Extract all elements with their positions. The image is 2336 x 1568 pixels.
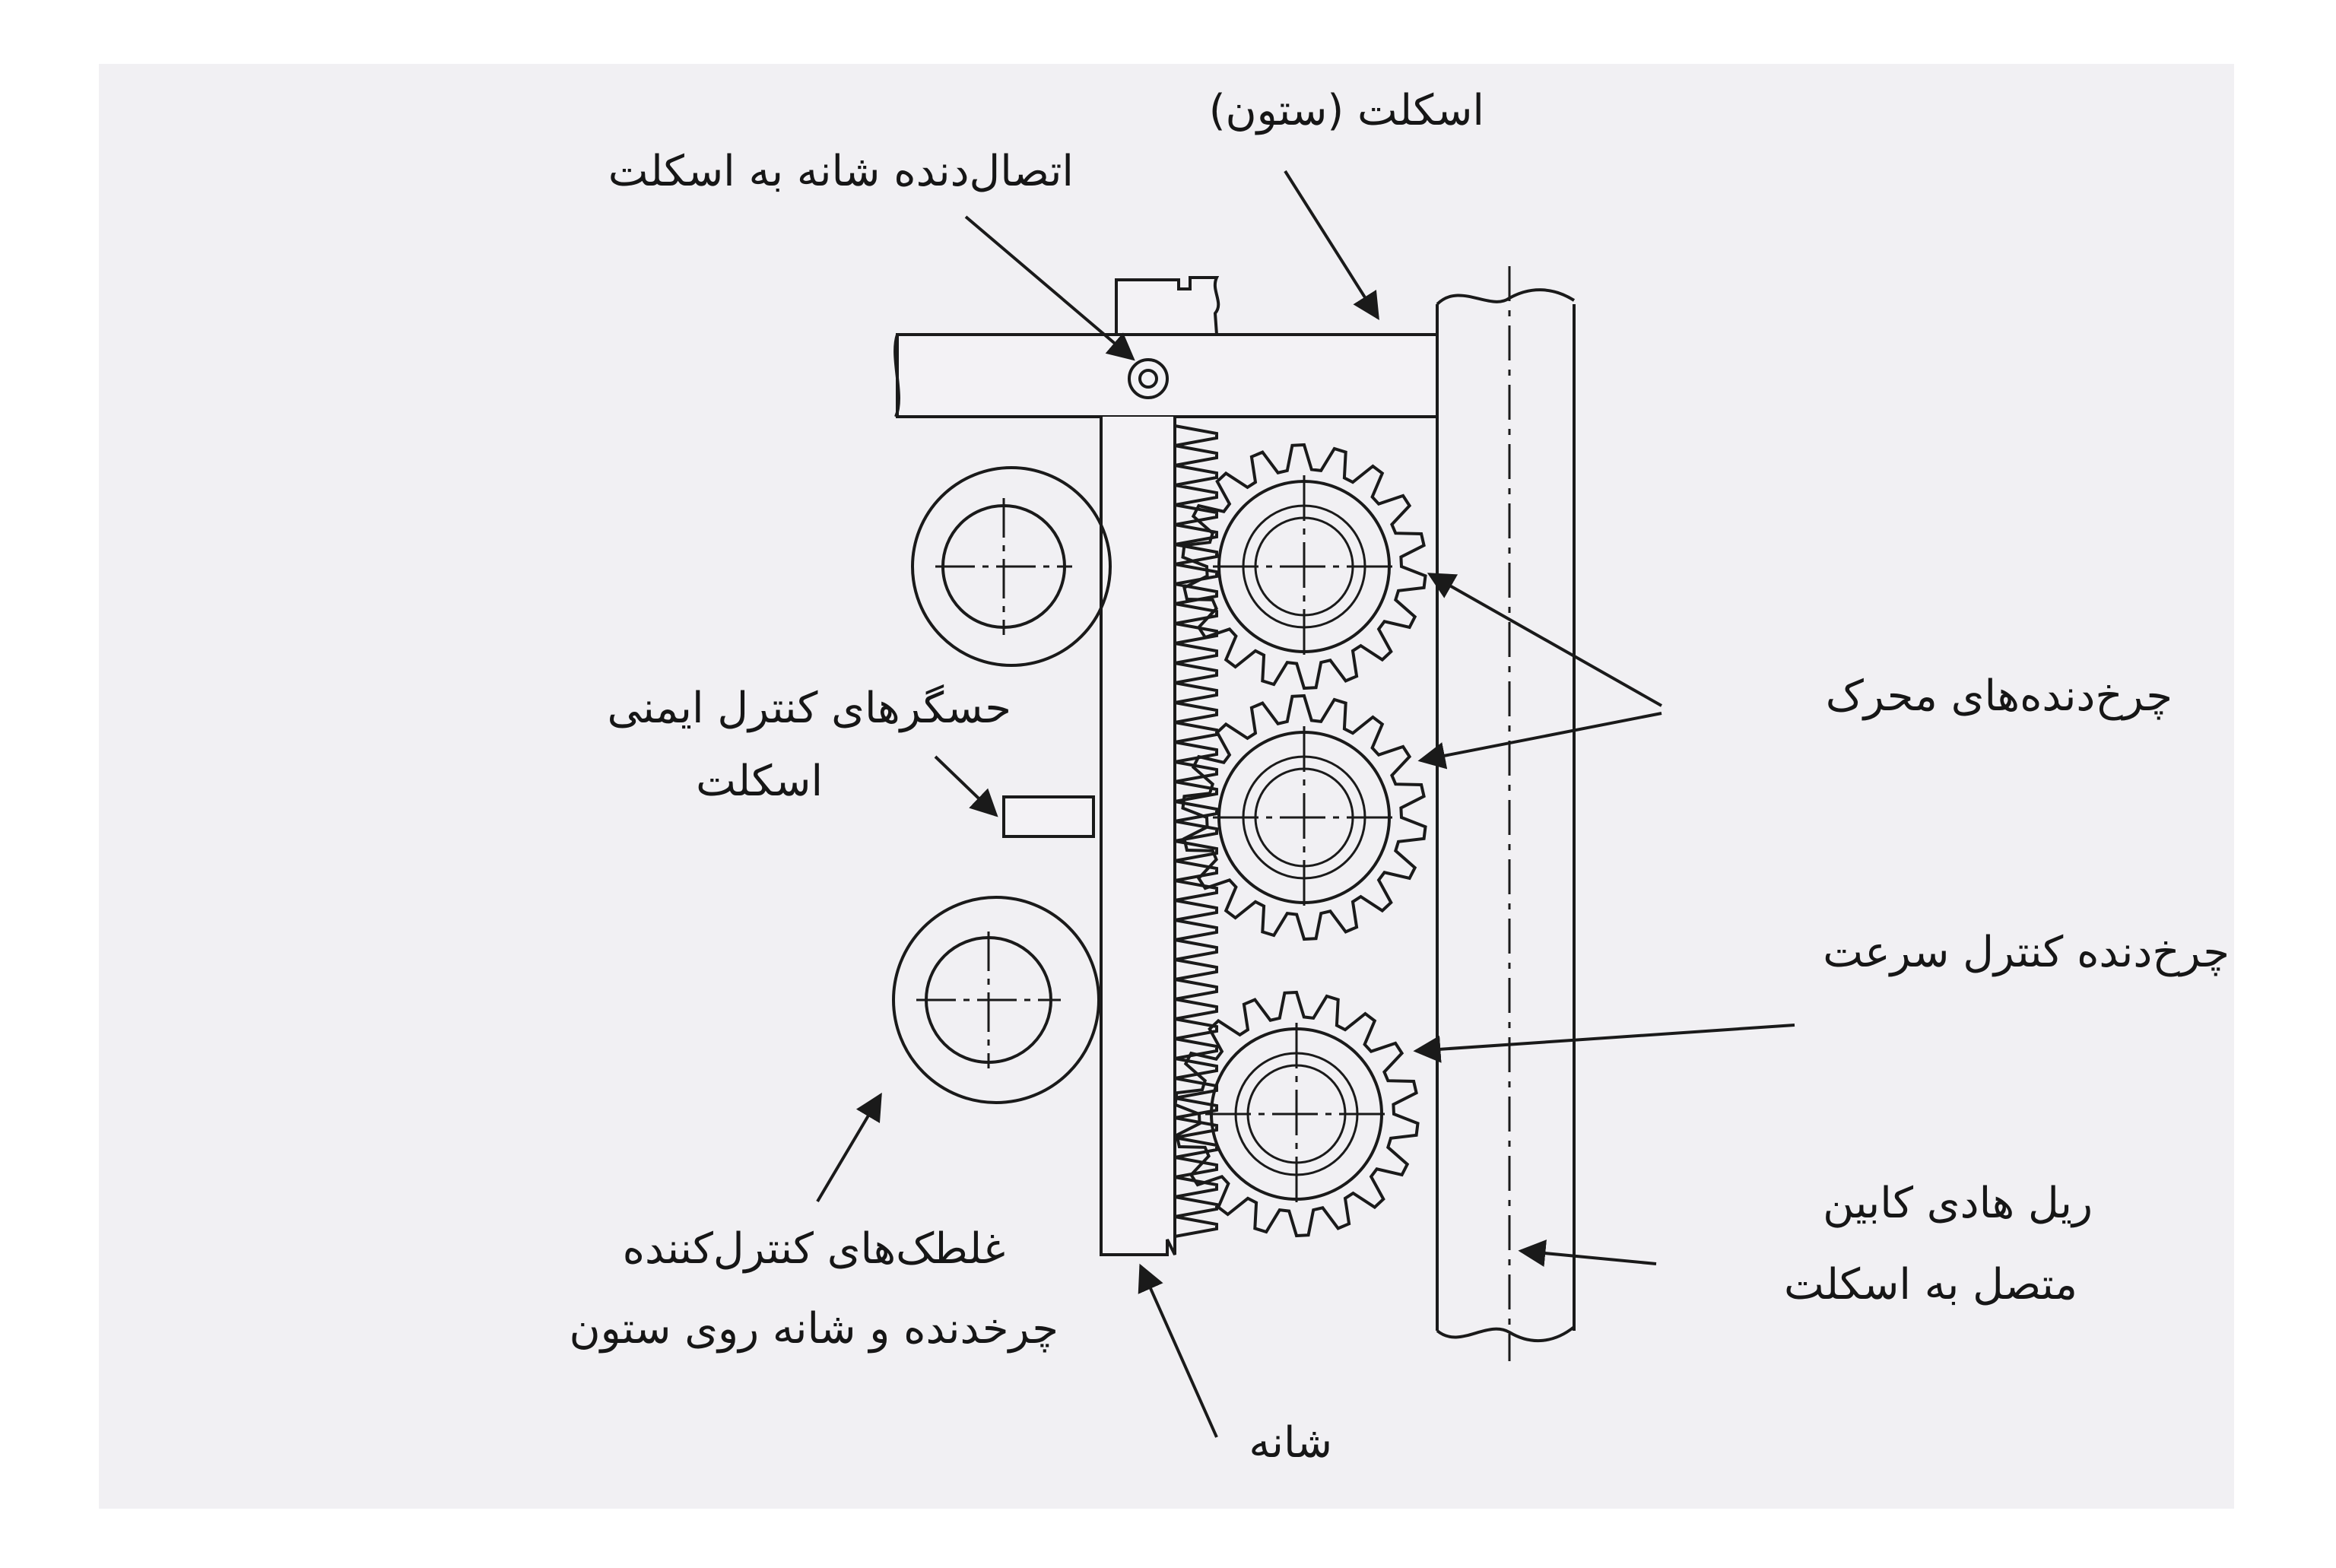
connection-bracket: [893, 276, 1439, 418]
rack-teeth: [1174, 424, 1218, 1238]
label-rollers-1: غلطک‌های کنترل‌کننده: [622, 1224, 1005, 1274]
label-drive-gears: چرخ‌دنده‌های محرک: [1825, 671, 2173, 721]
label-skeleton-column: اسکلت (ستون): [1208, 86, 1484, 135]
drive-gear-top: [1181, 443, 1427, 690]
safety-sensor: [1002, 795, 1095, 838]
gears-group: [1173, 443, 1427, 1238]
drive-gear-middle: [1181, 694, 1427, 941]
label-rack: شانه: [1249, 1418, 1332, 1468]
label-rack-to-skeleton: اتصال‌دنده شانه به اسکلت: [608, 147, 1074, 196]
label-safety-sensors-1: حسگرهای کنترل ایمنی: [607, 684, 1011, 733]
leader-lines: [816, 170, 1795, 1438]
speed-control-gear-teeth: [1173, 990, 1420, 1238]
label-speed-gear: چرخ‌دنده کنترل سرعت: [1823, 928, 2230, 977]
roller-top: [911, 466, 1112, 667]
label-safety-sensors-2: اسکلت: [696, 757, 823, 806]
label-guide-rail-1: ریل هادی کابین: [1823, 1179, 2093, 1228]
label-rollers-2: چرخدنده و شانه روی ستون: [569, 1304, 1058, 1354]
rack: [1100, 417, 1218, 1256]
speed-control-gear: [1173, 990, 1420, 1238]
drive-gear-middle-teeth: [1181, 694, 1427, 941]
skeleton-column: [1436, 266, 1576, 1361]
drive-gear-top-teeth: [1181, 443, 1427, 690]
roller-bottom: [892, 896, 1100, 1104]
label-guide-rail-2: متصل به اسکلت: [1783, 1260, 2077, 1309]
